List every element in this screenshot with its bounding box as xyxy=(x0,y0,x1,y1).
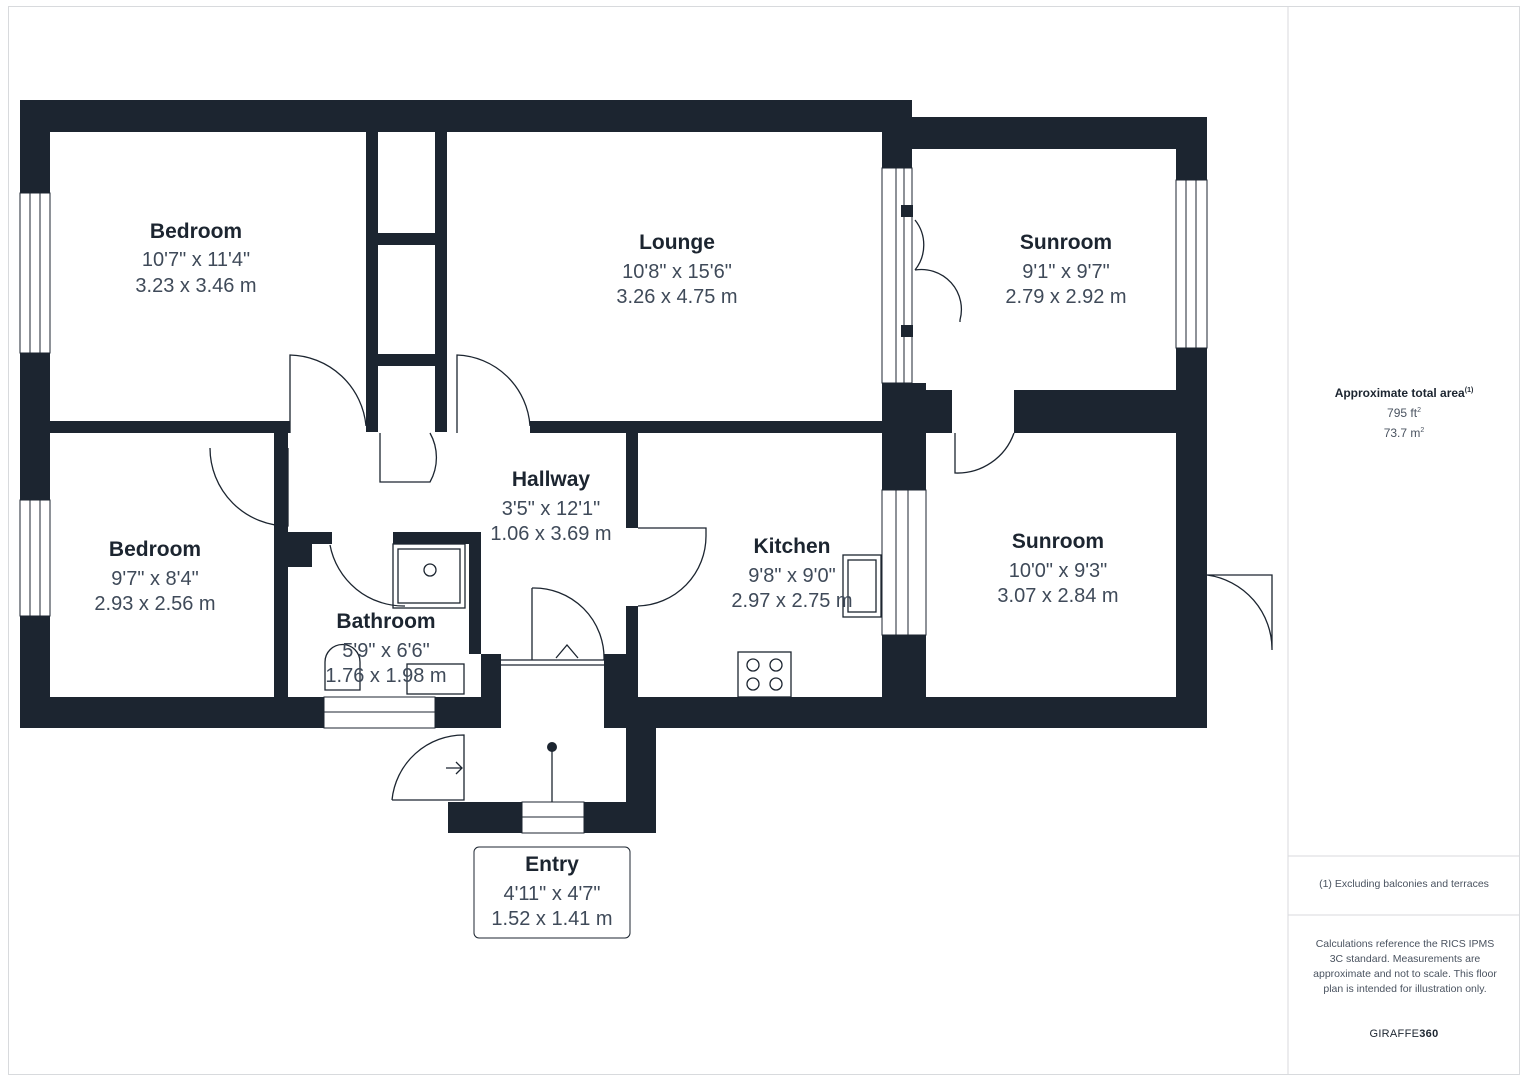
room-lounge: Lounge 10'8" x 15'6" 3.26 x 4.75 m xyxy=(616,231,737,308)
room-sunroom-2: Sunroom 10'0" x 9'3" 3.07 x 2.84 m xyxy=(997,530,1118,607)
room-dim-metric: 3.26 x 4.75 m xyxy=(616,286,737,308)
room-name: Bathroom xyxy=(336,610,435,633)
page-frame xyxy=(8,6,1520,1075)
entry-light xyxy=(547,742,557,752)
room-dim-metric: 1.52 x 1.41 m xyxy=(491,908,612,930)
area-title: Approximate total area(1) xyxy=(1334,386,1474,400)
room-bedroom-2: Bedroom 9'7" x 8'4" 2.93 x 2.56 m xyxy=(94,538,215,615)
brand-logo: GIRAFFE360 xyxy=(1369,1028,1439,1040)
room-dim-metric: 1.06 x 3.69 m xyxy=(490,523,611,545)
room-dim-metric: 2.93 x 2.56 m xyxy=(94,593,215,615)
room-dim-imperial: 3'5" x 12'1" xyxy=(502,498,601,520)
wall-post xyxy=(901,205,913,217)
wall-post xyxy=(901,325,913,337)
room-dim-imperial: 4'11" x 4'7" xyxy=(503,883,600,905)
room-name: Kitchen xyxy=(753,535,830,558)
area-square-feet: 795 ft2 xyxy=(1387,406,1421,420)
room-dim-imperial: 10'7" x 11'4" xyxy=(142,249,250,271)
room-dim-metric: 3.23 x 3.46 m xyxy=(135,275,256,297)
fixtures xyxy=(324,543,882,802)
room-dim-imperial: 9'1" x 9'7" xyxy=(1022,261,1109,283)
room-name: Sunroom xyxy=(1020,231,1112,254)
footnote: (1) Excluding balconies and terraces xyxy=(1319,878,1489,890)
walls xyxy=(20,100,1207,833)
room-name: Bedroom xyxy=(109,538,201,561)
entry-label-box xyxy=(473,846,631,939)
stove xyxy=(737,651,792,698)
room-dim-metric: 1.76 x 1.98 m xyxy=(325,665,446,687)
room-name: Bedroom xyxy=(150,220,242,243)
shower-drain xyxy=(423,563,437,577)
room-dim-metric: 2.97 x 2.75 m xyxy=(731,590,852,612)
room-name: Sunroom xyxy=(1012,530,1104,553)
room-bathroom: Bathroom 5'9" x 6'6" 1.76 x 1.98 m xyxy=(325,610,446,687)
toilet xyxy=(324,643,361,691)
room-dim-metric: 3.07 x 2.84 m xyxy=(997,585,1118,607)
room-name: Entry xyxy=(525,853,579,876)
room-bedroom-1: Bedroom 10'7" x 11'4" 3.23 x 3.46 m xyxy=(135,220,256,297)
room-dim-imperial: 9'8" x 9'0" xyxy=(748,565,835,587)
doors xyxy=(209,219,1273,801)
room-dim-imperial: 10'0" x 9'3" xyxy=(1009,560,1108,582)
room-dim-imperial: 9'7" x 8'4" xyxy=(111,568,198,590)
kitchen-sink xyxy=(842,554,882,618)
room-dim-imperial: 5'9" x 6'6" xyxy=(342,640,429,662)
room-hallway: Hallway 3'5" x 12'1" 1.06 x 3.69 m xyxy=(490,468,611,545)
room-name: Lounge xyxy=(639,231,715,254)
disclaimer: Calculations reference the RICS IPMS 3C … xyxy=(1313,938,1497,995)
room-entry: Entry 4'11" x 4'7" 1.52 x 1.41 m xyxy=(491,853,612,930)
area-square-meters: 73.7 m2 xyxy=(1383,426,1425,440)
room-kitchen: Kitchen 9'8" x 9'0" 2.97 x 2.75 m xyxy=(731,535,852,612)
room-name: Hallway xyxy=(512,468,591,491)
windows xyxy=(19,167,1208,834)
sink-vanity xyxy=(406,663,465,695)
shower-tray xyxy=(392,543,466,609)
room-sunroom-1: Sunroom 9'1" x 9'7" 2.79 x 2.92 m xyxy=(1005,231,1126,308)
room-dim-metric: 2.79 x 2.92 m xyxy=(1005,286,1126,308)
room-dim-imperial: 10'8" x 15'6" xyxy=(622,261,732,283)
total-area-panel: Approximate total area(1) 795 ft2 73.7 m… xyxy=(1288,386,1520,440)
